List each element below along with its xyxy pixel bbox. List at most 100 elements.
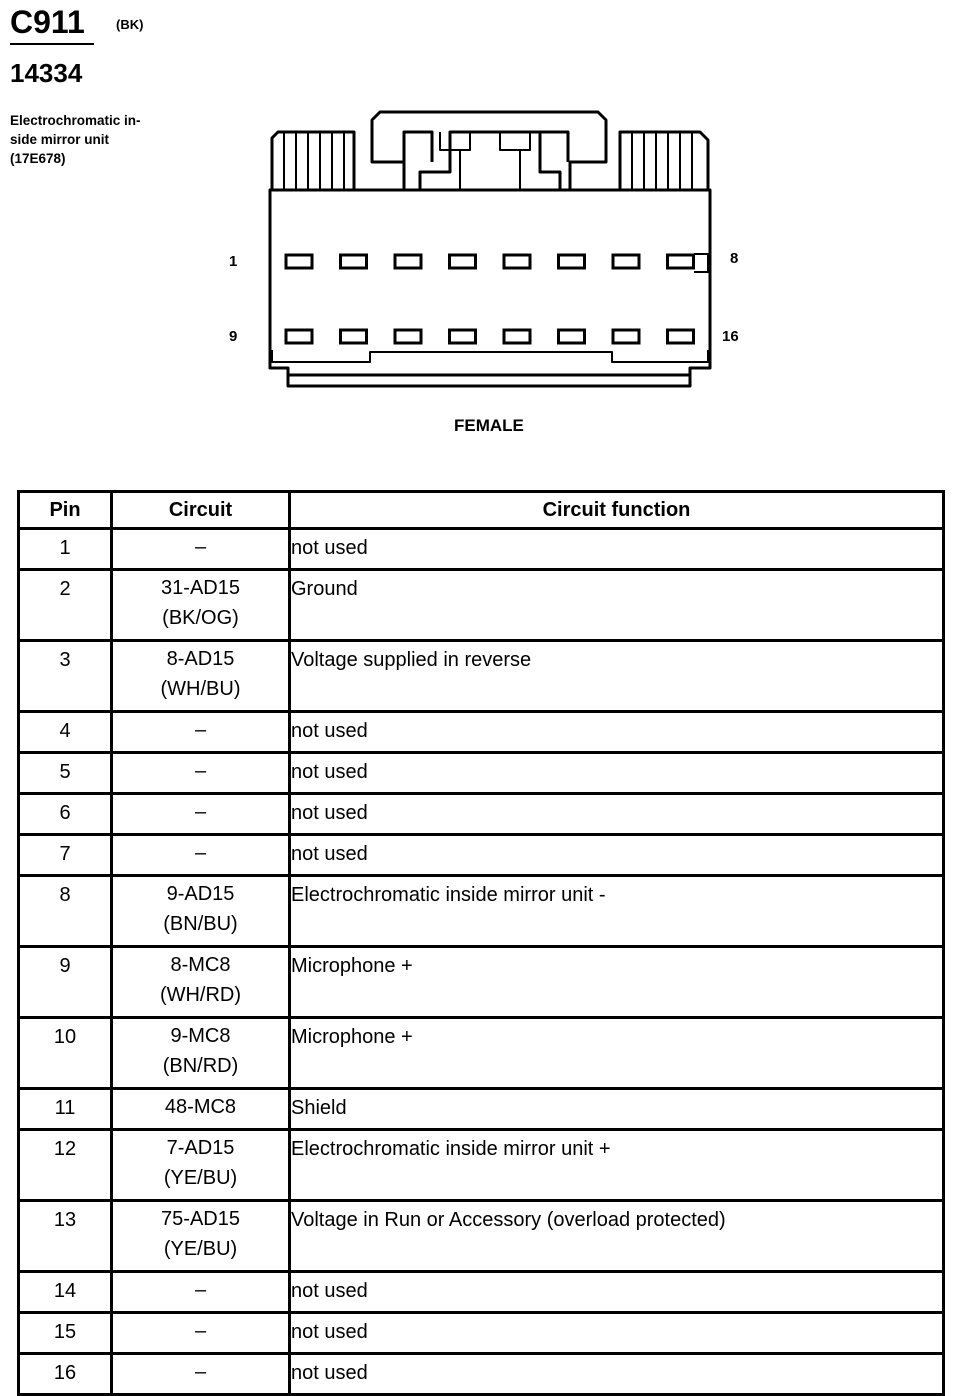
pin-cavity — [448, 253, 477, 270]
pin-cavity — [611, 328, 641, 345]
circuit-line: 7-AD15 — [166, 1137, 235, 1159]
table-row: 7–not used — [17, 833, 945, 877]
part-number: 14334 — [10, 58, 83, 88]
table-row: 12 7-AD15 (YE/BU) Electrochromatic inside m… — [17, 1128, 945, 1202]
table-row: 2 31-AD15 (BK/OG) Ground — [17, 568, 945, 642]
pin-cavity — [666, 253, 695, 270]
function-cell: Electrochromatic inside mirror unit + — [288, 1128, 945, 1202]
function-cell: not used — [288, 527, 945, 571]
circuit-line: – — [194, 1320, 207, 1342]
circuit-cell: – — [110, 527, 291, 571]
circuit-cell: – — [110, 1270, 291, 1314]
connector-latch — [370, 110, 608, 192]
pin-cavity — [448, 328, 477, 345]
circuit-cell: – — [110, 710, 291, 754]
function-cell: not used — [288, 792, 945, 836]
circuit-line: – — [194, 1279, 207, 1301]
function-cell: Shield — [288, 1087, 945, 1131]
table-row: 1 – not used — [17, 527, 945, 571]
circuit-line: (YE/BU) — [163, 1238, 238, 1260]
connector-body-outline — [268, 188, 712, 388]
circuit-cell: – — [110, 1311, 291, 1355]
connector-description: Electrochromatic in- side mirror unit (1… — [10, 111, 185, 168]
pin-cell: 13 — [17, 1199, 113, 1273]
circuit-cell: 9-AD15(BN/BU) — [110, 874, 291, 948]
pin-cell: 16 — [17, 1352, 113, 1396]
circuit-line: (BK/OG) — [162, 607, 239, 629]
circuit-cell: 9-MC8(BN/RD) — [110, 1016, 291, 1090]
function-cell: not used — [288, 1352, 945, 1396]
column-header-function: Circuit function — [288, 490, 945, 530]
pin-cell: 14 — [17, 1270, 113, 1314]
column-header-pin: Pin — [17, 490, 113, 530]
circuit-line: 9-MC8 — [170, 1025, 231, 1047]
circuit-line: – — [194, 760, 207, 782]
circuit-line: (WH/RD) — [159, 984, 242, 1006]
pin-cell: 10 — [17, 1016, 113, 1090]
pin-cavity — [393, 253, 423, 270]
table-row: 9 8-MC8 (WH/RD) Microphone + — [17, 945, 945, 1019]
circuit-line: – — [194, 719, 207, 741]
connector-color: (BK) — [116, 17, 144, 32]
pin-cell: 9 — [17, 945, 113, 1019]
function-cell: Microphone + — [288, 945, 945, 1019]
pin-cell: 6 — [17, 792, 113, 836]
circuit-cell: – — [110, 751, 291, 795]
circuit-cell: – — [110, 833, 291, 877]
pin-cavity — [666, 328, 695, 345]
circuit-line: 75-AD15 — [161, 1208, 240, 1230]
circuit-line: – — [194, 801, 207, 823]
pin-cavity — [393, 328, 423, 345]
circuit-cell: 31-AD15 (BK/OG) — [110, 568, 291, 642]
pin-cell: 12 — [17, 1128, 113, 1202]
function-cell: not used — [288, 1270, 945, 1314]
pin-cell: 8 — [17, 874, 113, 948]
pin-cavity — [557, 253, 586, 270]
function-cell: Voltage supplied in reverse — [288, 639, 945, 713]
pin-cavity — [557, 328, 586, 345]
pin-number-label: 1 — [229, 253, 238, 270]
circuit-line: – — [194, 536, 207, 558]
connector-left-lock — [270, 130, 356, 190]
table-row: 6 – not used — [17, 792, 945, 836]
circuit-cell: – — [110, 792, 291, 836]
pin-cell: 1 — [17, 527, 113, 571]
function-cell: Ground — [288, 568, 945, 642]
pin-cell: 15 — [17, 1311, 113, 1355]
table-row: 16–not used — [17, 1352, 945, 1396]
pin-cavity — [502, 328, 532, 345]
connector-side-notch — [694, 253, 709, 273]
circuit-line: (YE/BU) — [163, 1167, 238, 1189]
column-header-circuit: Circuit — [110, 490, 291, 530]
function-cell: not used — [288, 751, 945, 795]
circuit-line: 31-AD15 — [161, 577, 240, 599]
circuit-line: (WH/BU) — [160, 678, 241, 700]
pin-cell: 2 — [17, 568, 113, 642]
pin-cell: 3 — [17, 639, 113, 713]
pin-cell: 5 — [17, 751, 113, 795]
function-cell: not used — [288, 1311, 945, 1355]
circuit-cell: 8-MC8 (WH/RD) — [110, 945, 291, 1019]
pin-cell: 4 — [17, 710, 113, 754]
table-row: 5 – not used — [17, 751, 945, 795]
connector-bottom-lip — [286, 368, 692, 377]
circuit-line: 9-AD15 — [166, 883, 235, 905]
description-line: side mirror unit — [10, 132, 110, 147]
connector-view-label: FEMALE — [454, 416, 524, 435]
description-line: (17E678) — [10, 151, 66, 166]
circuit-line: 8-MC8 — [170, 954, 231, 976]
pin-number-label: 16 — [722, 328, 739, 345]
pin-cavity — [284, 328, 314, 345]
function-cell: not used — [288, 833, 945, 877]
pin-cavity — [284, 253, 314, 270]
function-cell: Electrochromatic inside mirror unit - — [288, 874, 945, 948]
pin-number-label: 9 — [229, 328, 238, 345]
connector-id-underline — [10, 43, 94, 45]
circuit-line: – — [194, 842, 207, 864]
